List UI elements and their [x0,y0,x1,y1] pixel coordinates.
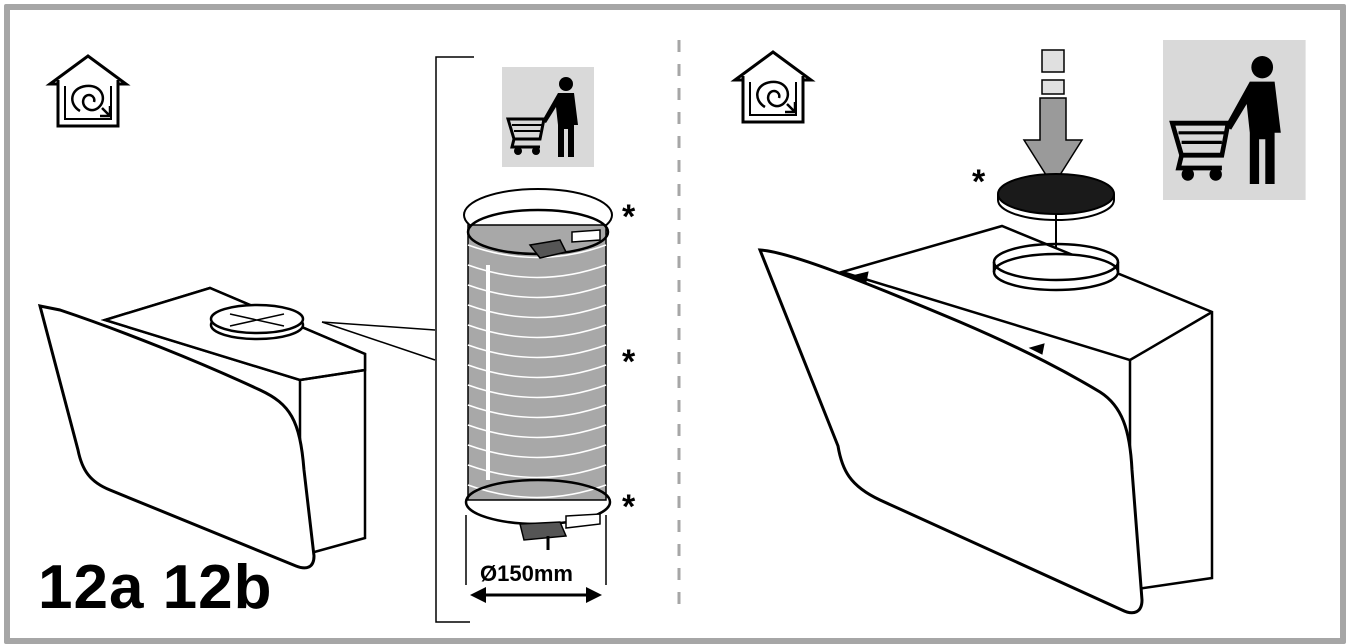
recirculation-house-icon [733,50,813,124]
diameter-dimension [465,515,607,603]
optional-marker-middle: * [622,343,636,381]
recirculation-house-icon [48,54,128,128]
cooker-hood-left [37,286,367,570]
carbon-filter [997,173,1115,284]
figure-frame [4,4,1346,644]
detail-callout [321,56,474,623]
diameter-label: Ø150mm [480,561,573,586]
step-label: 12a 12b [38,553,273,622]
optional-marker-top: * [622,198,636,236]
flexible-duct [463,188,613,550]
purchase-separately-cart-icon [500,65,596,169]
insert-down-arrow-icon [1022,49,1084,188]
optional-marker-filter: * [972,163,986,201]
purchase-separately-cart-icon [1163,40,1306,200]
cooker-hood-right [757,224,1214,615]
optional-marker-bottom: * [622,488,636,526]
